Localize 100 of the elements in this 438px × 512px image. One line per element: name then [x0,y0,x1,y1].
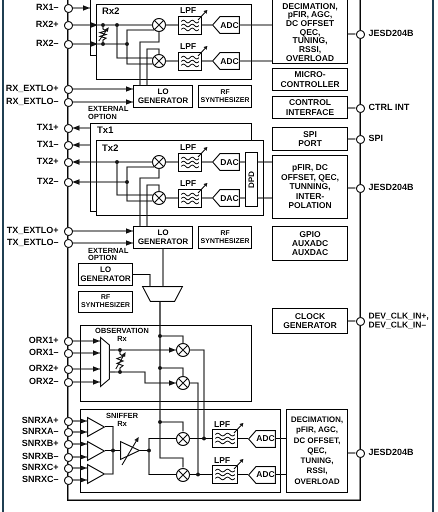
pin-label: SNRXB+ [22,439,58,449]
converter-block [212,153,240,171]
mixer-symbol [176,376,190,390]
signal-arrow [72,429,87,435]
pin-label: TX1+ [36,123,58,133]
connector-line [240,197,245,199]
multiplexer-symbol [100,337,110,387]
function-block [272,155,348,219]
connector-line [166,24,178,26]
signal-arrow [72,350,100,356]
pin-label: ORX1+ [28,336,58,346]
connector-line [202,24,212,26]
function-label: SPI PORT [298,130,322,148]
connector-line [348,33,356,35]
connector-line [159,302,184,468]
signal-arrow [128,371,176,386]
signal-arrow [72,228,133,234]
filter-label: LPF [180,179,196,188]
converter-block [212,189,240,207]
amplifier-symbol [87,464,105,484]
mixer-symbol [176,343,190,357]
variable-attenuator-symbol [115,346,128,376]
function-label: GPIO AUXADC AUXDAC [292,230,328,258]
function-block [133,85,193,108]
mixer-symbol [152,18,166,32]
converter-label: DAC [220,158,239,166]
function-block [272,127,348,151]
connector-line [139,169,160,226]
connector-line [111,43,153,65]
connector-line [202,197,212,199]
connector-line [105,450,120,475]
amplifier-symbol [87,416,105,436]
connector-line [162,249,164,286]
function-block [272,96,348,119]
pin-label: TX2– [36,177,58,187]
connector-line [146,184,160,226]
pin-label: TX1– [36,140,58,150]
signal-arrow [72,86,133,92]
connector-line [190,474,212,476]
function-block [272,226,348,261]
signal-arrow [72,125,90,131]
function-block [198,85,252,108]
signal-arrow [72,240,133,246]
mixer-symbol [176,432,190,446]
connector-line [133,274,151,286]
function-label: CONTROL INTERFACE [286,98,334,117]
connector-line [348,187,356,189]
connector-line [348,452,356,454]
connector-line [139,32,160,85]
pin-label: SPI [368,134,384,144]
subsystem-frame [90,123,252,140]
connector-line [348,138,356,140]
pin-label: SNRXC– [22,475,58,485]
amplifier-symbol [87,440,105,460]
pin-label: RX1– [36,3,58,13]
function-block [245,152,258,207]
connector-line [110,371,115,373]
signal-arrow [72,5,90,11]
pin-label: RX_EXTLO– [6,97,58,107]
signal-arrow [72,366,100,372]
connector-line [258,197,272,199]
function-label: DECIMATION, pFIR, AGC, DC OFFSET QEC, TUNING, RSSI, OVERLOAD [281,2,339,62]
subsystem-frame [80,409,281,493]
function-label: CLOCK GENERATOR [283,312,337,330]
connector-line [110,349,115,351]
function-label: DECIMATION, pFIR, AGC, DC OFFSET, QEC, TUNING, RSSI, OVERLOAD [290,415,344,487]
connector-line [202,161,212,163]
filter-label: LPF [214,420,230,428]
connector-line [166,60,178,62]
signal-arrow [72,477,87,483]
filter-label: LPF [214,456,230,464]
pin-label: JESD204B [368,29,414,39]
filter-label: LPF [180,143,196,152]
pin-label: SNRXB– [22,452,58,462]
mixer-symbol [152,54,166,68]
variable-attenuator-symbol [98,21,111,48]
function-label: LO GENERATOR [138,228,188,246]
signal-arrow [72,454,87,460]
mixer-symbol [152,191,166,205]
connector-line [258,161,272,163]
pin-label: JESD204B [368,183,414,193]
function-block [272,68,348,91]
function-block [286,409,348,493]
converter-label: DAC [220,194,239,202]
connector-line [166,197,178,199]
pin-label: TX2+ [36,157,58,167]
signal-arrow [72,418,87,424]
converter-block [248,430,276,448]
pin-label: SNRXA– [22,427,58,437]
connector-line [276,474,286,476]
filter-label: LPF [180,6,196,15]
function-block [272,0,348,64]
pin-label: SNRXA+ [22,416,58,426]
connector-line [348,107,356,109]
subsystem-frame [96,140,264,216]
pin-label: TX_EXTLO+ [6,226,58,236]
signal-arrow [72,41,98,47]
converter-label: ADC [256,434,275,443]
subsystem-frame [80,325,252,402]
connector-line [240,24,272,26]
